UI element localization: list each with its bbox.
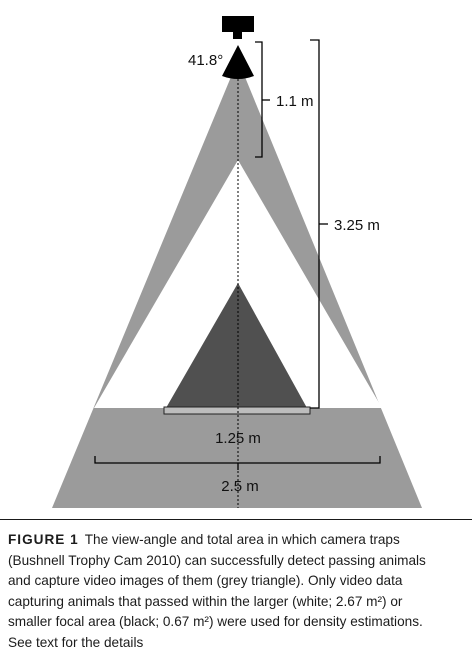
view-angle-label: 41.8°	[188, 52, 223, 69]
dim-focal-base-label: 1.25 m	[215, 430, 261, 447]
caption-line: smaller focal area (black; 0.67 m²) were…	[8, 614, 423, 629]
caption-line: and capture video images of them (grey t…	[8, 573, 403, 588]
black-focal-area	[166, 283, 307, 408]
figure-caption: FIGURE 1 The view-angle and total area in…	[8, 530, 464, 653]
caption-line: (Bushnell Trophy Cam 2010) can successfu…	[8, 552, 426, 568]
view-angle-sector	[222, 45, 254, 79]
camera-trap-diagram: 41.8° 1.1 m 3.25 m 1.25 m 2.5 m	[52, 16, 422, 508]
caption-line: See text for the details	[8, 634, 144, 650]
caption-line: The view-angle and total area in which c…	[84, 532, 400, 547]
dim-total-depth-label: 3.25 m	[334, 217, 380, 234]
figure-caption-box: FIGURE 1 The view-angle and total area in…	[0, 519, 472, 665]
dim-total-base-label: 2.5 m	[221, 478, 259, 495]
camera-body-icon	[222, 16, 254, 32]
camera-lens-icon	[233, 32, 242, 39]
caption-line: capturing animals that passed within the…	[8, 593, 403, 609]
figure-label: FIGURE 1	[8, 532, 79, 547]
dim-camera-to-focal-label: 1.1 m	[276, 93, 314, 110]
focal-base-bar	[163, 406, 311, 415]
